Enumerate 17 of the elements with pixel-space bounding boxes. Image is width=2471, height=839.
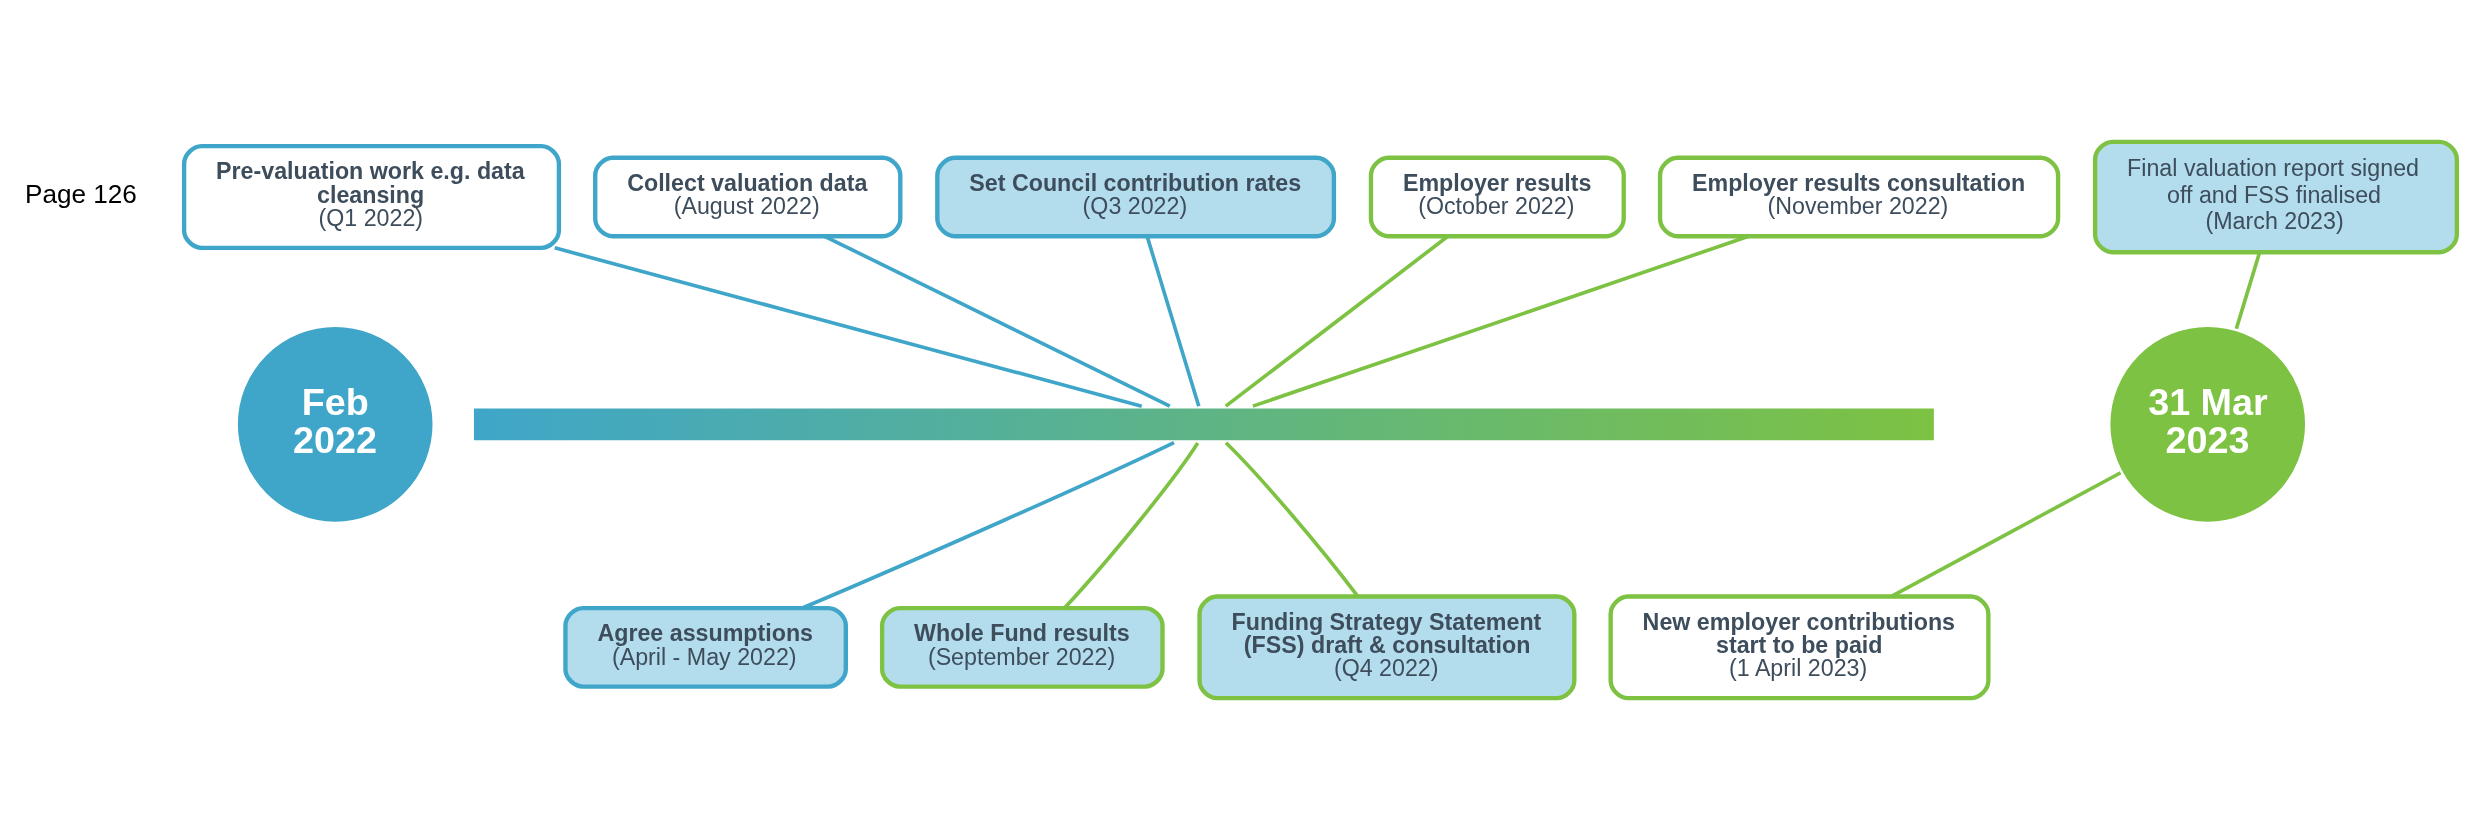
- node-box: Final valuation report signed off and FSS finalised (March 2023): [2092, 139, 2460, 254]
- connector: [554, 245, 1143, 408]
- node-box: Collect valuation data (August 2022): [593, 155, 903, 238]
- connector: [1063, 441, 1200, 609]
- node-box: Set Council contribution rates (Q3 2022): [935, 155, 1337, 238]
- node-box: New employer contributions start to be paid (1 April 2023): [1608, 593, 1991, 700]
- node-box: Whole Fund results (September 2022): [879, 605, 1165, 689]
- connector: [1224, 440, 1360, 597]
- node-box: Employer results (October 2022): [1368, 155, 1626, 238]
- node-box: Agree assumptions (April - May 2022): [563, 605, 848, 689]
- node-box: Employer results consultation (November 2022): [1657, 155, 2061, 238]
- connector: [2234, 251, 2262, 329]
- label: Page 126: [25, 178, 137, 209]
- node-box: Funding Strategy Statement (FSS) draft & consultation (Q4 2022): [1197, 593, 1577, 700]
- node-box: Pre-valuation work e.g. data cleansing (Q1 2022): [181, 143, 562, 250]
- connector: [1890, 470, 2122, 598]
- connector: [1145, 235, 1201, 407]
